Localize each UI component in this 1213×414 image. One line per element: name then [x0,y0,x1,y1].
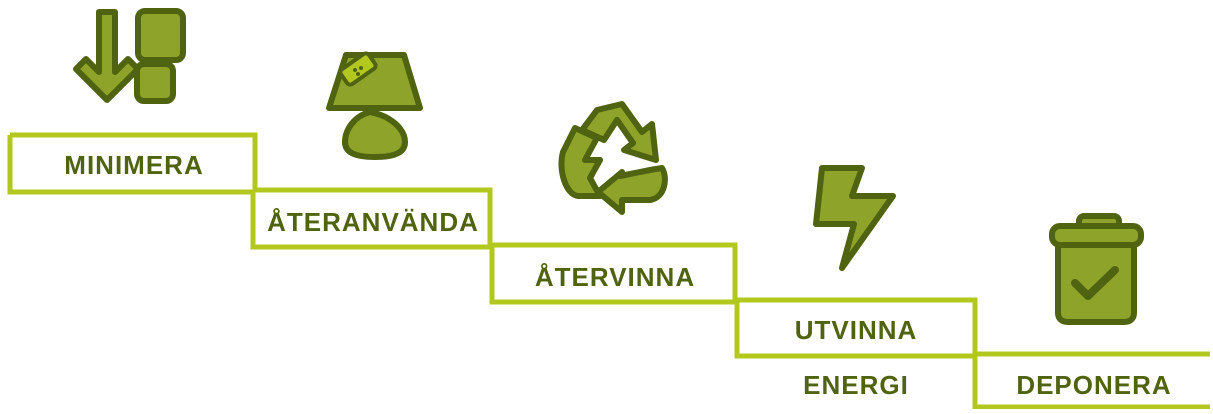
staircase-outline [7,132,1210,410]
lightning-icon [813,165,896,271]
lamp-icon [326,51,423,160]
step-label-minimera: MINIMERA [64,150,204,180]
staircase-bottom-line [7,135,1210,410]
step-label-atervinna: ÅTERVINNA [534,262,696,292]
step-label-ateranvanda: ÅTERANVÄNDA [267,207,479,237]
trash-check-icon [1049,213,1144,325]
staircase-top-line [10,132,1210,357]
step-label-utvinna: UTVINNA [794,315,918,345]
step-label-energi: ENERGI [803,370,909,400]
step-label-deponera: DEPONERA [1016,370,1172,400]
recycle-icon [558,101,668,215]
minimize-icon [73,8,186,104]
